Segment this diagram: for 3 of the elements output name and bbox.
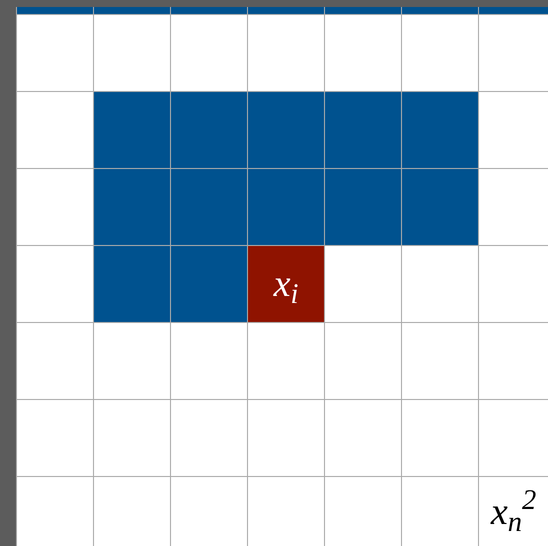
math-variable: x$_{i}$ <box>274 265 298 303</box>
grid-cell <box>478 476 548 546</box>
grid-cell <box>247 245 325 323</box>
